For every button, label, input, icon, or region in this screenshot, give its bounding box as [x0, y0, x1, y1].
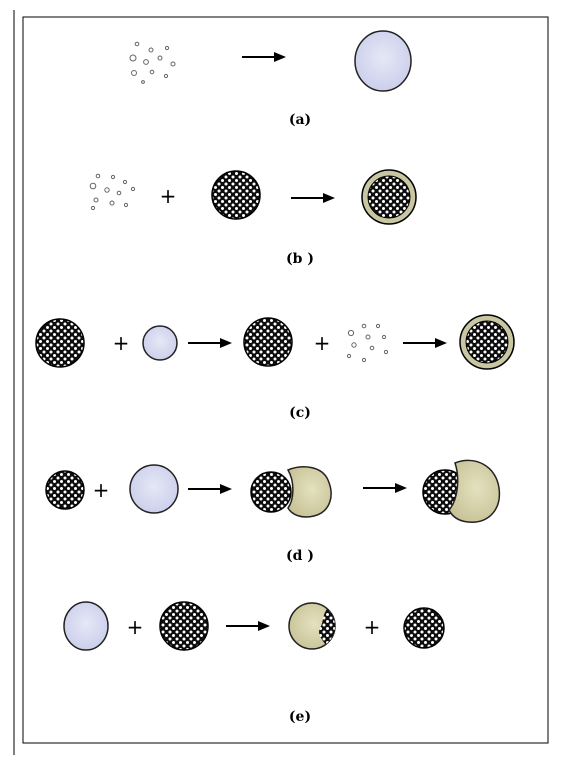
core-b	[367, 175, 411, 219]
partial-particle-e	[288, 602, 336, 650]
label-c: (c)	[289, 405, 311, 421]
row-d: + (d )	[45, 459, 501, 564]
arrow-c2	[403, 338, 447, 348]
dark-particle-b	[211, 170, 261, 220]
janus-particle-d2	[422, 459, 501, 523]
arrow-d2	[363, 483, 407, 493]
label-a: (a)	[289, 112, 311, 128]
arrow-a	[242, 52, 286, 62]
dark-particle-c1	[35, 318, 85, 368]
plus-e2: +	[364, 615, 381, 639]
light-particle-c	[142, 325, 178, 361]
plus-d: +	[93, 478, 110, 502]
arrow-c1	[188, 338, 232, 348]
light-particle-d	[129, 464, 179, 514]
arrow-e	[226, 621, 270, 631]
row-c: + + (c)	[35, 314, 515, 421]
plus-c2: +	[314, 331, 331, 355]
light-particle-e	[63, 601, 109, 651]
arrow-b	[291, 193, 335, 203]
label-d: (d )	[286, 548, 314, 564]
plus-b: +	[160, 184, 177, 208]
dark-particle-c2	[243, 317, 293, 367]
dark-particle-e2	[403, 607, 445, 649]
small-particles-cluster-b	[89, 173, 136, 211]
label-b: (b )	[286, 251, 314, 267]
janus-particle-d1	[250, 466, 332, 518]
row-a: (a)	[129, 30, 412, 128]
row-b: + (b )	[89, 169, 417, 267]
dark-particle-e1	[159, 601, 209, 651]
label-e: (e)	[289, 709, 311, 725]
plus-e1: +	[127, 615, 144, 639]
light-particle-a	[354, 30, 412, 92]
small-particles-cluster-a	[129, 41, 176, 84]
arrow-d1	[188, 484, 232, 494]
plus-c1: +	[113, 331, 130, 355]
dark-particle-d	[45, 470, 85, 510]
core-c	[465, 320, 509, 364]
outer-border	[22, 16, 549, 744]
row-e: + + (e)	[63, 601, 445, 725]
small-particles-cluster-c	[346, 323, 389, 363]
